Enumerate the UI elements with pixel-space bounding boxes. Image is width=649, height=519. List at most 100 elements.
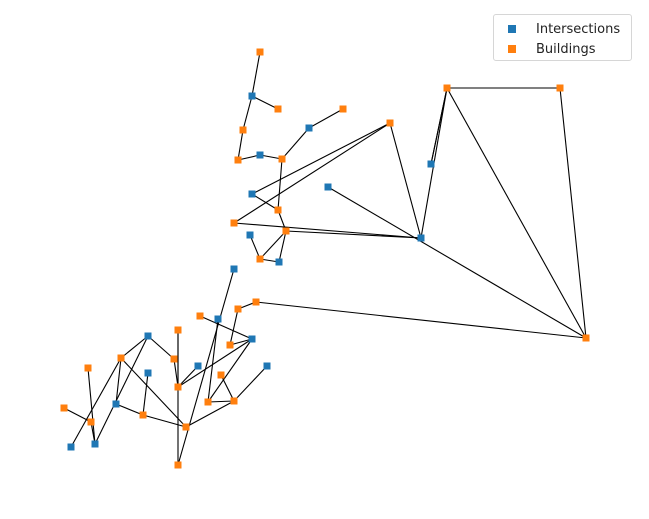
edge-b29-b30 (63, 407, 92, 423)
intersection-node-i16 (91, 440, 99, 448)
legend-label-intersections: Intersections (536, 21, 621, 37)
node-layer (60, 48, 590, 469)
edge-i17-b27 (147, 335, 175, 360)
building-node-b19 (196, 312, 204, 320)
building-node-b17 (234, 305, 242, 313)
building-node-b10 (230, 219, 238, 227)
edge-b8-b9 (259, 230, 287, 260)
edge-b21-b22 (207, 400, 235, 403)
intersection-node-i6 (417, 234, 425, 242)
edge-i6-b11 (389, 122, 422, 239)
building-node-b3 (239, 126, 247, 134)
edge-b12-i8 (446, 87, 587, 339)
edge-b17-b18 (229, 308, 239, 346)
intersection-node-i15 (112, 400, 120, 408)
legend-label-buildings: Buildings (536, 41, 596, 57)
edge-i7-b15 (430, 87, 448, 165)
edge-i11-b21 (207, 338, 253, 403)
edge-b22-i13 (233, 365, 268, 402)
building-node-b13 (556, 84, 564, 92)
edge-i1-b3 (242, 95, 253, 131)
intersection-swatch-icon (508, 25, 516, 33)
building-node-b2 (274, 105, 282, 113)
edge-i11-b19 (199, 315, 253, 340)
edge-b8-i6 (285, 230, 422, 239)
intersection-node-i13 (263, 362, 271, 370)
intersection-node-i11 (248, 335, 256, 343)
building-node-b11 (386, 119, 394, 127)
edge-i20-b32 (177, 268, 235, 466)
building-node-b26 (117, 354, 125, 362)
edge-b14-b16 (255, 301, 587, 339)
building-node-b25 (139, 411, 147, 419)
building-node-b4 (234, 156, 242, 164)
edge-i16-b29 (90, 421, 96, 445)
edge-b11-b10 (233, 122, 391, 224)
building-node-b21 (204, 398, 212, 406)
building-node-b22 (230, 397, 238, 405)
building-node-b24 (182, 423, 190, 431)
intersection-node-i9 (324, 183, 332, 191)
building-node-b5 (278, 155, 286, 163)
building-node-b1 (256, 48, 264, 56)
edge-b24-b25 (142, 414, 187, 428)
edge-i15-b26 (115, 357, 122, 405)
building-node-b8 (282, 227, 290, 235)
building-node-b31 (174, 326, 182, 334)
intersection-node-i18 (67, 443, 75, 451)
edge-b1-i1 (251, 51, 261, 97)
edge-layer (63, 51, 587, 466)
edge-b14-i9 (327, 186, 587, 339)
intersection-node-i5 (246, 231, 254, 239)
building-node-b16 (252, 298, 260, 306)
building-node-b28 (84, 364, 92, 372)
intersection-node-i3 (305, 124, 313, 132)
intersection-node-i20 (230, 265, 238, 273)
intersection-node-i2 (256, 151, 264, 159)
edge-i11-b20 (177, 338, 253, 388)
edge-b10-i6 (233, 222, 422, 239)
edge-b26-b24 (120, 357, 187, 428)
building-node-b9 (256, 255, 264, 263)
edge-b18-i11 (229, 338, 253, 346)
edge-b20-b27 (173, 358, 179, 388)
building-swatch-icon (508, 45, 516, 53)
building-node-b7 (274, 206, 282, 214)
legend: Intersections Buildings (493, 14, 632, 61)
edge-i10-b11 (251, 122, 391, 195)
edge-b5-i3 (281, 127, 310, 160)
edge-i5-b9 (249, 234, 261, 260)
edge-b25-i15 (115, 403, 144, 416)
intersection-node-i1 (248, 92, 256, 100)
intersection-node-i10 (248, 190, 256, 198)
edge-i4-b8 (278, 230, 287, 263)
edge-i16-b28 (87, 367, 96, 445)
edge-b22-b23 (220, 374, 235, 402)
building-node-b14 (582, 334, 590, 342)
edge-i17-i16 (94, 335, 149, 445)
building-node-b29 (87, 418, 95, 426)
edge-b26-i17 (120, 335, 149, 359)
intersection-node-i17 (144, 332, 152, 340)
edge-b4-i2 (237, 154, 261, 161)
edge-i3-b6 (308, 108, 344, 129)
edge-b3-b4 (237, 129, 244, 161)
intersection-node-i19 (194, 362, 202, 370)
building-node-b32 (174, 461, 182, 469)
edge-i1-b2 (251, 95, 279, 110)
legend-item-buildings: Buildings (508, 40, 596, 58)
building-node-b23 (217, 371, 225, 379)
edge-i18-b26 (70, 357, 122, 448)
edge-i2-b5 (259, 154, 283, 160)
edge-b5-b7 (277, 158, 283, 211)
building-node-b20 (174, 383, 182, 391)
building-node-b15 (443, 84, 451, 92)
intersection-node-i4 (275, 258, 283, 266)
edge-b25-i14 (142, 372, 149, 416)
edge-b22-b24 (185, 400, 235, 428)
building-node-b30 (60, 404, 68, 412)
intersection-node-i14 (144, 369, 152, 377)
intersection-node-i7 (427, 160, 435, 168)
legend-item-intersections: Intersections (508, 20, 620, 38)
